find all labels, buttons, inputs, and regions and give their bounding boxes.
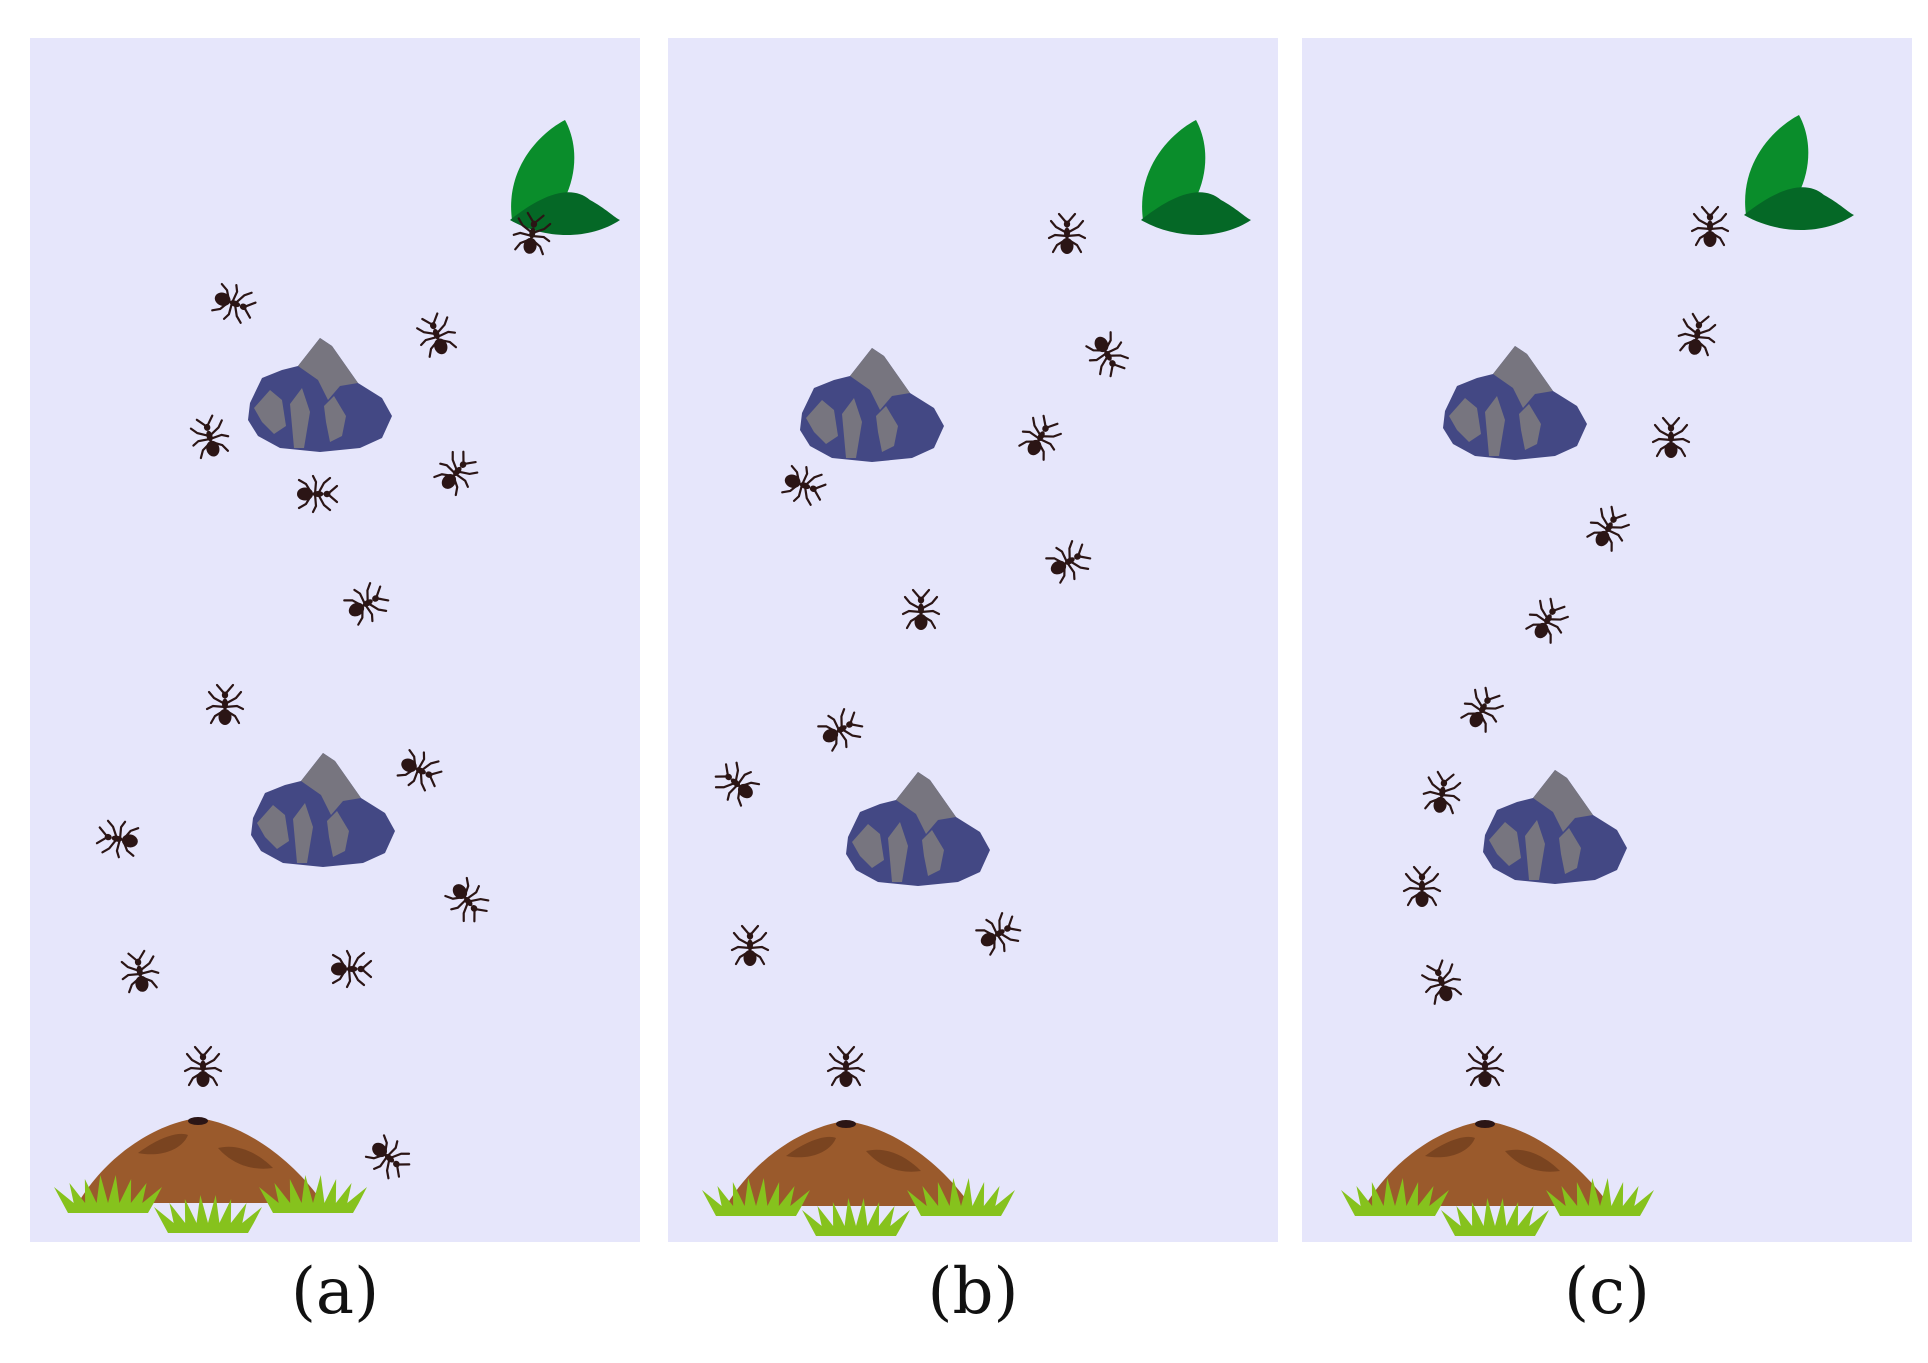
grass-tuft bbox=[702, 1178, 810, 1216]
ant-3 bbox=[416, 312, 458, 358]
grass-tuft bbox=[1341, 1178, 1449, 1216]
grass-tuft bbox=[259, 1175, 367, 1213]
panel-b bbox=[668, 38, 1278, 1242]
ant-7 bbox=[1422, 770, 1462, 815]
ant-13 bbox=[331, 949, 373, 989]
ant-6 bbox=[1460, 686, 1504, 733]
ant-5 bbox=[1525, 597, 1569, 644]
leaf-icon bbox=[1141, 120, 1251, 235]
ant-10 bbox=[1465, 1045, 1505, 1087]
panel-scene bbox=[1341, 115, 1854, 1236]
ant-2 bbox=[1677, 312, 1717, 357]
ant-6 bbox=[901, 588, 941, 630]
grass-tuft bbox=[1546, 1178, 1654, 1216]
ant-14 bbox=[183, 1045, 223, 1087]
ant-4 bbox=[781, 464, 827, 506]
ant-4 bbox=[189, 414, 230, 460]
leaf-icon bbox=[1744, 115, 1854, 230]
ant-1 bbox=[512, 211, 552, 256]
grass-tuft bbox=[802, 1198, 910, 1236]
ant-15 bbox=[364, 1134, 411, 1180]
ant-7 bbox=[817, 708, 864, 752]
rock-1 bbox=[800, 348, 944, 462]
rock-2 bbox=[846, 772, 990, 886]
rock-1 bbox=[1443, 346, 1587, 460]
ant-nest bbox=[702, 1120, 1015, 1236]
ant-7 bbox=[343, 582, 390, 626]
panel-scene bbox=[702, 120, 1251, 1236]
ant-8 bbox=[205, 683, 245, 725]
ant-1 bbox=[1047, 212, 1087, 254]
panel-caption: (c) bbox=[1564, 1255, 1650, 1329]
panel-a bbox=[30, 38, 640, 1242]
ant-5 bbox=[1045, 540, 1092, 584]
grass-tuft bbox=[1441, 1198, 1549, 1236]
ant-12 bbox=[120, 949, 160, 994]
ant-11 bbox=[826, 1045, 866, 1087]
panel-caption: (a) bbox=[290, 1255, 380, 1329]
ant-nest bbox=[1341, 1120, 1654, 1236]
ant-9 bbox=[1421, 959, 1463, 1005]
rock-1 bbox=[248, 338, 392, 452]
ant-2 bbox=[211, 282, 257, 324]
grass-tuft bbox=[154, 1195, 262, 1233]
grass-tuft bbox=[907, 1178, 1015, 1216]
ant-8 bbox=[714, 761, 761, 807]
ant-5 bbox=[297, 474, 339, 514]
ant-9 bbox=[396, 749, 443, 792]
ant-6 bbox=[433, 450, 479, 497]
panel-caption: (b) bbox=[927, 1255, 1019, 1329]
ant-11 bbox=[444, 876, 490, 923]
ant-nest bbox=[54, 1117, 367, 1233]
ant-9 bbox=[975, 912, 1022, 956]
ant-10 bbox=[95, 819, 140, 859]
rock-2 bbox=[1483, 770, 1627, 884]
rock-2 bbox=[251, 753, 395, 867]
leaf-icon bbox=[510, 120, 620, 235]
ant-3 bbox=[1018, 414, 1062, 461]
panel-scene bbox=[54, 120, 620, 1233]
ant-10 bbox=[730, 924, 770, 966]
ant-4 bbox=[1586, 505, 1630, 552]
ant-3 bbox=[1651, 416, 1691, 458]
ant-8 bbox=[1402, 865, 1442, 907]
ant-1 bbox=[1690, 205, 1730, 247]
grass-tuft bbox=[54, 1175, 162, 1213]
ant-2 bbox=[1085, 331, 1129, 378]
panel-c bbox=[1302, 38, 1912, 1242]
